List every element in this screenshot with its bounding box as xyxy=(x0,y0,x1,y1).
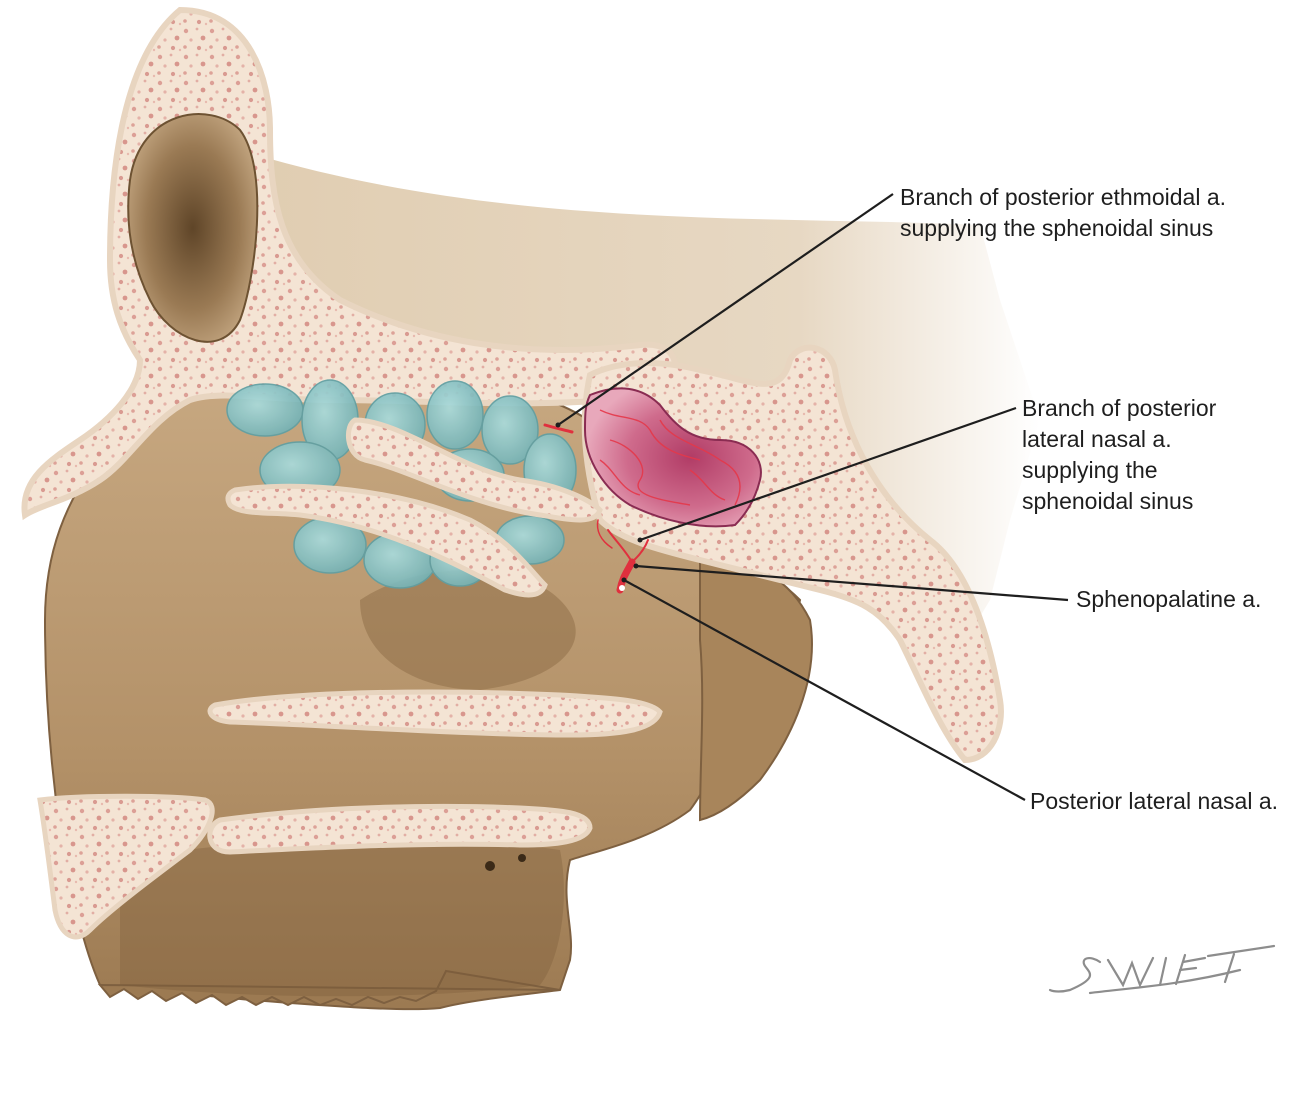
label-posterior-lateral-nasal: Posterior lateral nasal a. xyxy=(1030,788,1279,814)
leader-lines xyxy=(557,193,1069,801)
label-posterior-lateral-nasal-branch: Branch of posterior lateral nasal a. sup… xyxy=(1022,395,1217,514)
label-sphenopalatine: Sphenopalatine a. xyxy=(1076,586,1262,612)
label-posterior-ethmoidal-branch: Branch of posterior ethmoidal a. supplyi… xyxy=(900,184,1227,241)
artist-signature xyxy=(1048,944,1276,995)
